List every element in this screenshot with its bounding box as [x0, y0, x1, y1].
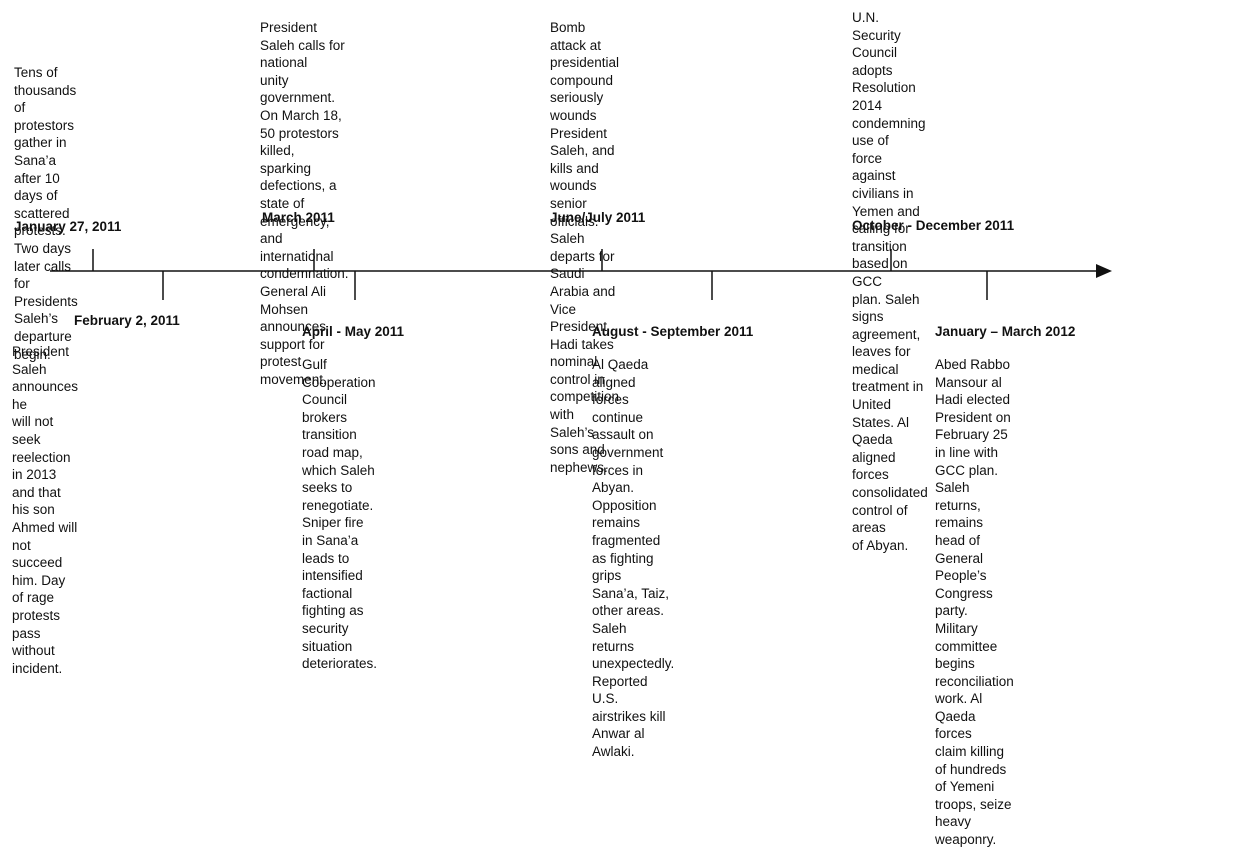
event-date: April - May 2011	[302, 324, 405, 339]
timeline-diagram: Tens of thousands of protestors gather i…	[12, 10, 1112, 847]
event-date: January 27, 2011	[14, 219, 122, 234]
event-description: Abed Rabbo Mansour al Hadi elected Presi…	[935, 357, 1014, 848]
event-description: U.N. Security Council adopts Resolution …	[852, 10, 928, 553]
event-date: February 2, 2011	[74, 313, 180, 328]
event-description: President Saleh calls for national unity…	[260, 20, 349, 387]
event-date: October - December 2011	[852, 218, 1015, 233]
event-date: January – March 2012	[935, 324, 1076, 339]
event-description: Al Qaeda aligned forces continue assault…	[592, 357, 675, 760]
axis-arrowhead	[1096, 264, 1112, 278]
timeline-axis	[50, 249, 1112, 300]
event-date: March 2011	[262, 210, 335, 225]
event-description: Gulf Cooperation Council brokers transit…	[302, 357, 378, 672]
event-description: President Saleh announces he will not se…	[12, 344, 79, 676]
event-date: June/July 2011	[550, 210, 646, 225]
event-description: Bomb attack at presidential compound ser…	[550, 20, 620, 475]
event-description: Tens of thousands of protestors gather i…	[14, 65, 78, 362]
event-date: August - September 2011	[592, 324, 754, 339]
